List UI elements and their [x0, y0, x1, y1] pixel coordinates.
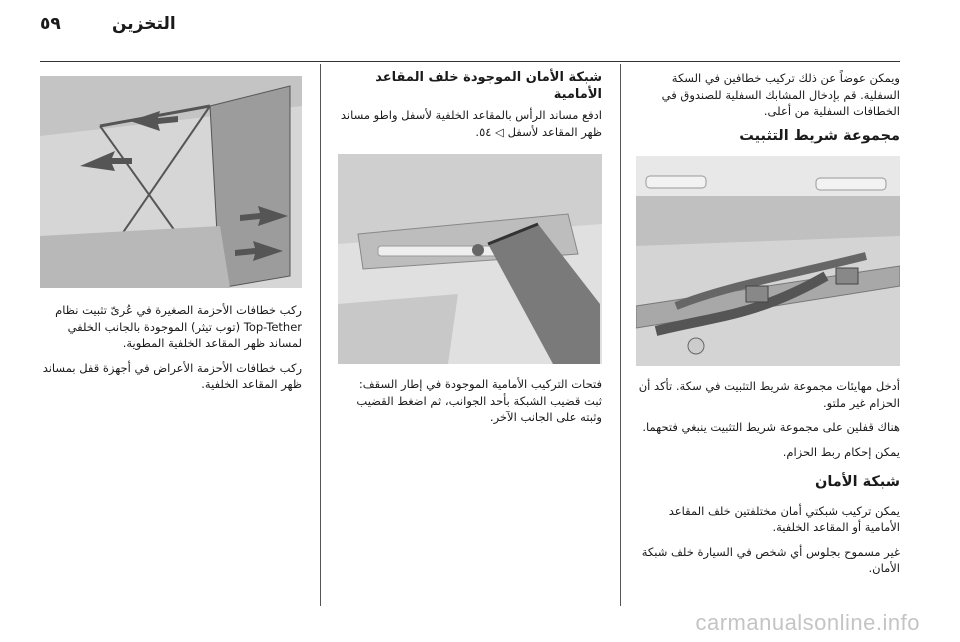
header-divider: [40, 61, 900, 62]
column-divider-left: [320, 64, 321, 606]
top-tether-term: Top-Tether: [243, 319, 302, 334]
left-column: ركب خطافات الأحزمة الصغيرة في عُرىّ تثبي…: [40, 76, 302, 401]
safety-paragraph-1: يمكن تركيب شبكتي أمان مختلفتين خلف المقا…: [668, 503, 900, 535]
page-header: ٥٩ التخزين: [0, 0, 960, 60]
watermark: carmanualsonline.info: [695, 610, 920, 635]
fastening-paragraph-1: أدخل مهايئات مجموعة شريط التثبيت في سكة.…: [638, 379, 900, 410]
right-column: ويمكن عوضاً عن ذلك تركيب خطافين في السكة…: [636, 70, 900, 585]
front-net-paragraph-1: ادفع مساند الرأس بالمقاعد الخلفية لأسفل …: [340, 108, 602, 139]
rear-net-paragraph-1-end: (توب تيثر) الموجودة بالجانب الخلفي لمسان…: [67, 319, 302, 351]
fastening-strap-illustration: [636, 156, 900, 366]
safety-net-heading: شبكة الأمان: [814, 474, 900, 490]
rear-net-paragraph-1: ركب خطافات الأحزمة الصغيرة في عُرىّ تثبي…: [40, 302, 302, 352]
rear-net-paragraph-2: ركب خطافات الأحزمة الأعراض في أجهزة قفل …: [42, 360, 302, 392]
page-title: التخزين: [112, 14, 176, 34]
fastening-heading: مجموعة شريط التثبيت: [739, 127, 900, 144]
rear-safety-net-illustration: [40, 76, 302, 288]
middle-column: شبكة الأمان الموجودة خلف المقاعد الأمامي…: [338, 70, 602, 434]
page-number: ٥٩: [40, 14, 61, 34]
safety-paragraph-2: غير مسموح بجلوس أي شخص في السيارة خلف شب…: [641, 544, 900, 576]
front-net-heading: شبكة الأمان الموجودة خلف المقاعد الأمامي…: [375, 70, 602, 102]
rear-net-paragraph-1-start: ركب خطافات الأحزمة الصغيرة في عُرىّ تثبي…: [55, 303, 302, 317]
fastening-paragraph-3: يمكن إحكام ربط الحزام.: [782, 444, 900, 459]
fastening-paragraph-2: هناك قفلين على مجموعة شريط التثبيت ينبغي…: [642, 420, 900, 434]
intro-paragraph: ويمكن عوضاً عن ذلك تركيب خطافين في السكة…: [661, 71, 900, 118]
safety-net-roof-illustration: [338, 154, 602, 364]
column-divider-right: [620, 64, 621, 606]
front-net-paragraph-2: فتحات التركيب الأمامية الموجودة في إطار …: [356, 377, 602, 424]
